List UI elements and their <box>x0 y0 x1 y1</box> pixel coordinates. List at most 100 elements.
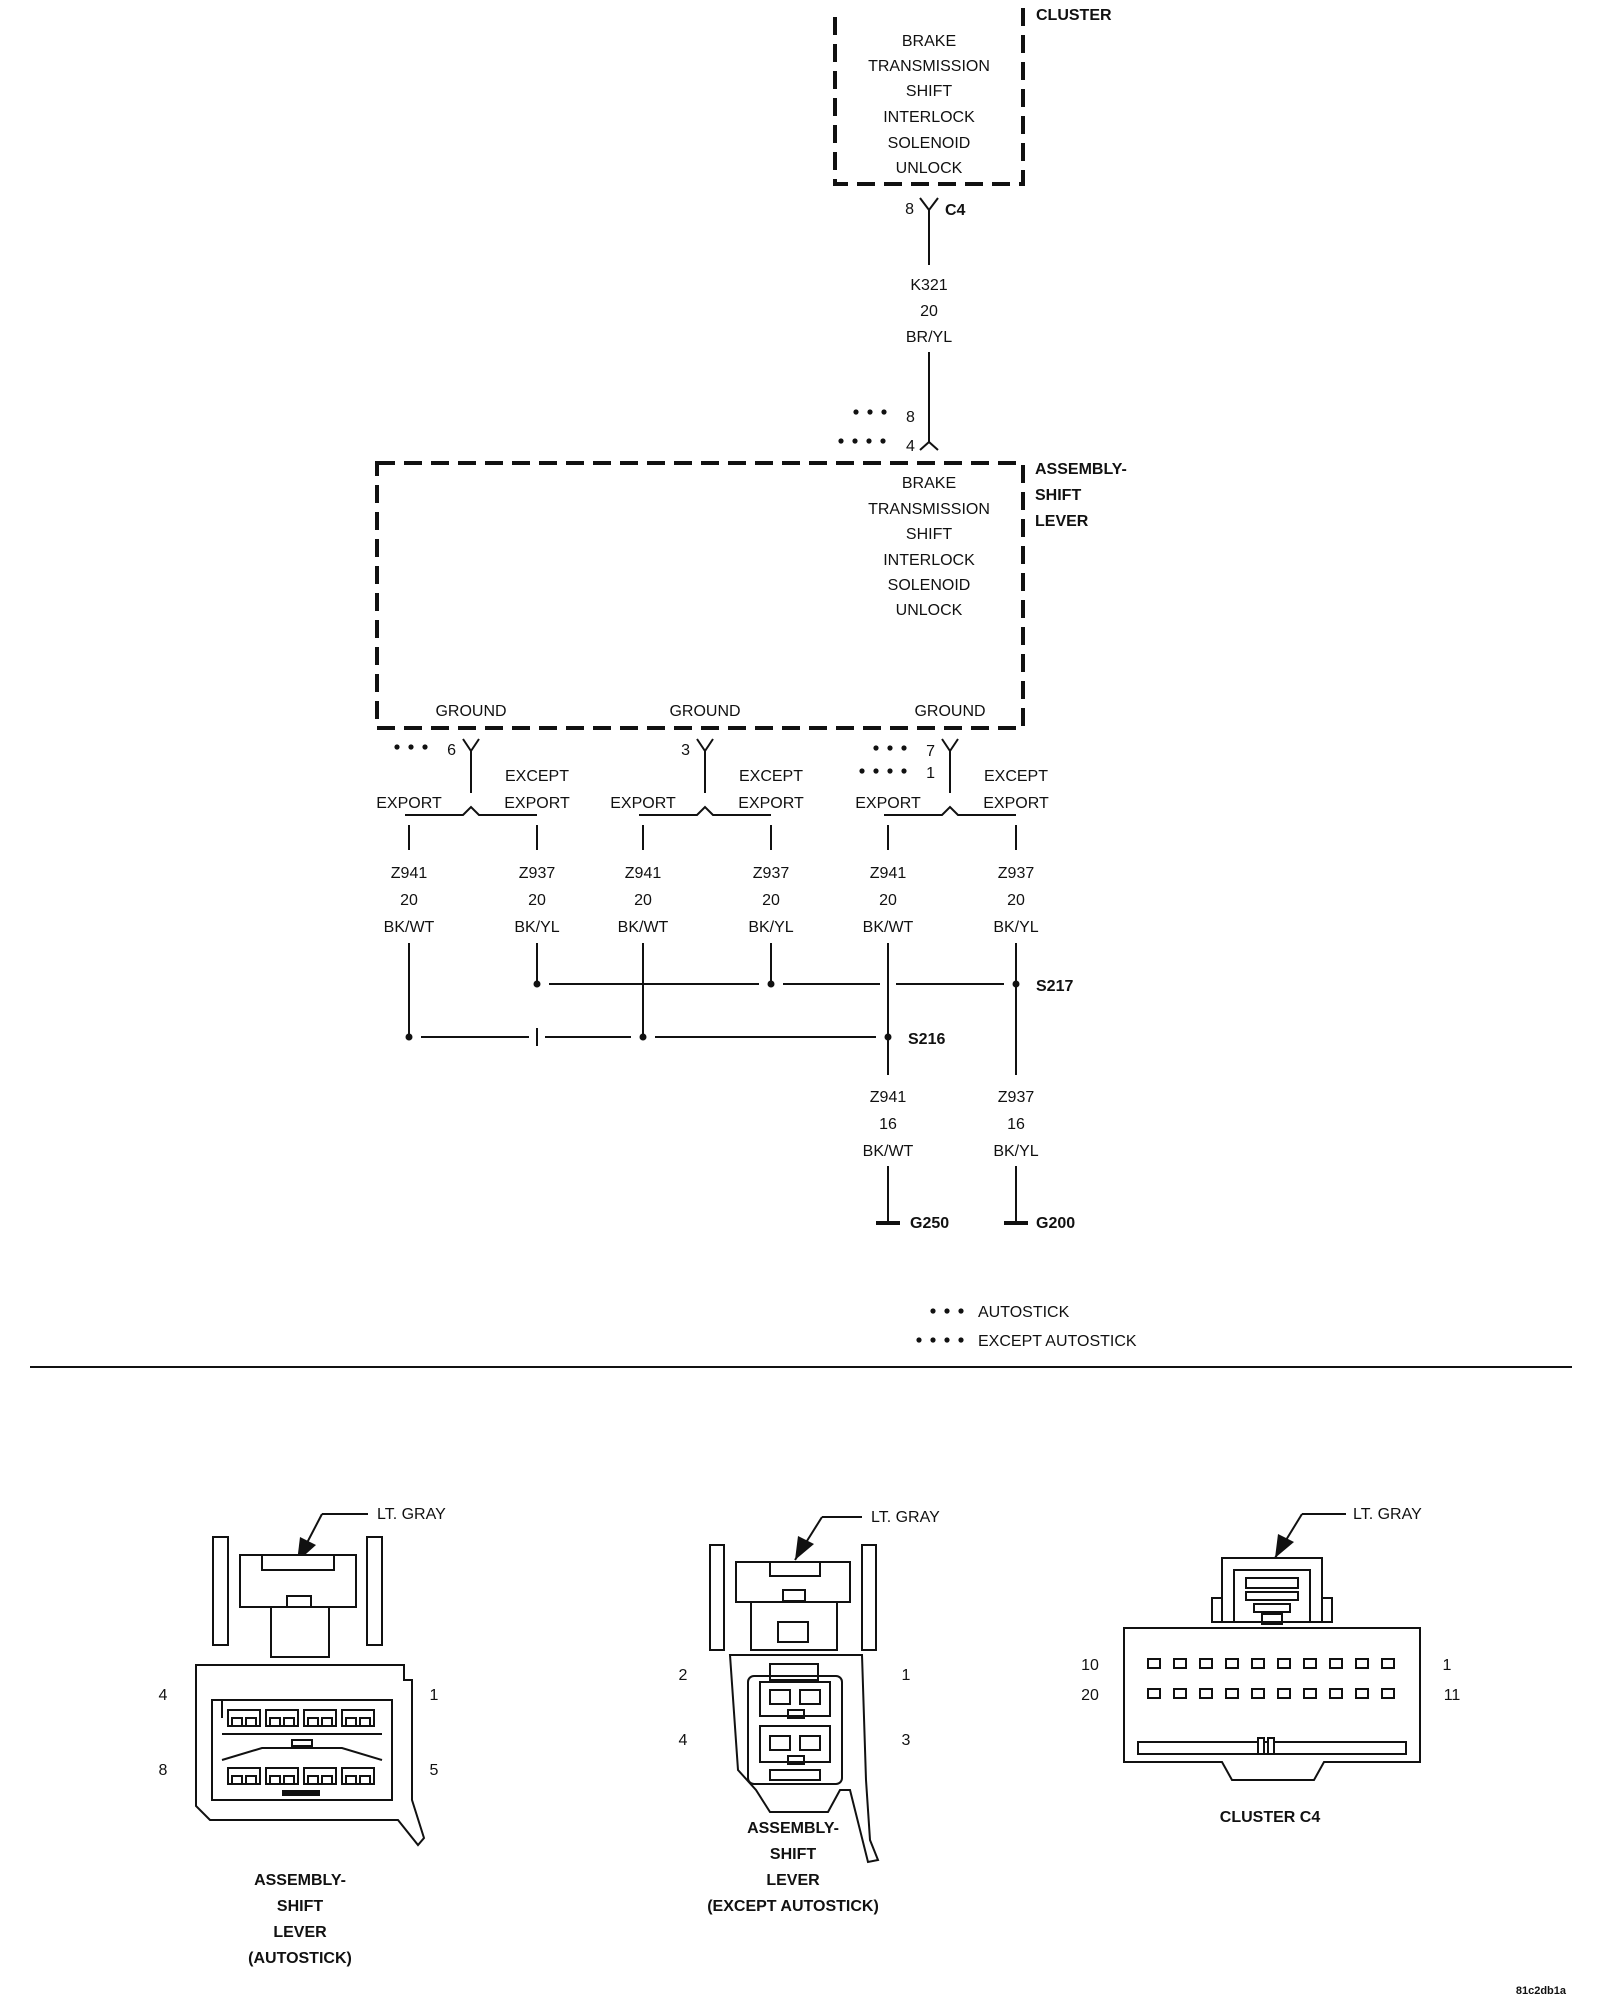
figure-id: 81c2db1a <box>1516 1985 1567 1997</box>
connector-pin-symbol <box>696 738 714 753</box>
connector-pin-number: 1 <box>902 1667 911 1684</box>
connector-pin-number: 2 <box>679 1667 688 1684</box>
wire-gauge-label: 16 <box>1007 1116 1025 1133</box>
cluster-function-line: SOLENOID <box>888 135 971 152</box>
connector-name-line: (EXCEPT AUTOSTICK) <box>707 1898 879 1915</box>
wire-gauge-label: 20 <box>634 892 652 909</box>
export-label: EXPORT <box>855 795 921 812</box>
option-branch-brackets <box>405 805 1016 816</box>
legend-autostick: AUTOSTICK <box>978 1304 1070 1321</box>
ground-g200: G200 <box>1004 1215 1075 1232</box>
wire-color-label: BK/YL <box>993 1143 1038 1160</box>
assembly-label-line: SHIFT <box>1035 487 1081 504</box>
wire-circuit-label: Z937 <box>753 865 790 882</box>
assembly-function-line: BRAKE <box>902 475 956 492</box>
assembly-shift-lever-component: ASSEMBLY- SHIFT LEVER BRAKE TRANSMISSION… <box>375 461 1127 730</box>
wire-labels-16-gauge: Z941 16 BK/WT Z937 16 BK/YL <box>863 1089 1039 1160</box>
connector-pin-number: 11 <box>1444 1687 1461 1704</box>
connector-color-label: LT. GRAY <box>871 1509 940 1526</box>
ground-pin-number: 3 <box>681 742 690 759</box>
connector-pin-number: 1 <box>1443 1657 1452 1674</box>
connector-pin-number: 1 <box>430 1687 439 1704</box>
cluster-function-line: BRAKE <box>902 33 956 50</box>
connector-pin-symbol <box>919 440 939 451</box>
splice-node <box>767 980 775 988</box>
except-export-label: EXPORT <box>504 795 570 812</box>
cluster-label: CLUSTER <box>1036 7 1112 24</box>
wire-labels-20-gauge: Z941 20 BK/WT Z937 20 BK/YL Z941 20 BK/W… <box>384 865 1039 936</box>
autostick-dots <box>873 745 907 751</box>
wire-color-label: BK/WT <box>618 919 669 936</box>
connector-color-label: LT. GRAY <box>1353 1506 1422 1523</box>
wire-circuit-label: Z941 <box>870 1089 907 1106</box>
splice-s216: S216 <box>397 1028 945 1048</box>
assembly-function-line: INTERLOCK <box>883 552 975 569</box>
legend-except-autostick: EXCEPT AUTOSTICK <box>978 1333 1137 1350</box>
autostick-dots <box>394 744 428 750</box>
ground-pin-number: 7 <box>926 743 935 760</box>
connector-pin-number: 3 <box>902 1732 911 1749</box>
cluster-connector-id: C4 <box>945 202 966 219</box>
terminal-row <box>221 1700 382 1747</box>
ground-g250: G250 <box>876 1215 949 1232</box>
connector-name-line: ASSEMBLY- <box>254 1872 346 1889</box>
connector-pin-symbol <box>919 197 939 212</box>
cluster-function-line: TRANSMISSION <box>868 58 990 75</box>
splice-node <box>405 1033 413 1041</box>
wire-gauge-label: 20 <box>762 892 780 909</box>
connector-pin-number: 10 <box>1081 1657 1099 1674</box>
connector-name-line: SHIFT <box>277 1898 323 1915</box>
assembly-label-line: ASSEMBLY- <box>1035 461 1127 478</box>
wire-circuit-label: Z941 <box>391 865 428 882</box>
connector-pin-symbol <box>941 738 959 753</box>
wire-circuit-label: K321 <box>910 277 947 294</box>
cluster-function-line: SHIFT <box>906 83 952 100</box>
cluster-pin-number: 8 <box>905 201 914 218</box>
wire-color-label: BK/WT <box>384 919 435 936</box>
splice-node <box>1012 980 1020 988</box>
terminal-row <box>759 1663 831 1781</box>
wires-to-splices <box>408 943 1017 1075</box>
ground-pin-number: 1 <box>926 765 935 782</box>
wire-color-label: BK/YL <box>993 919 1038 936</box>
cluster-function-line: UNLOCK <box>896 160 963 177</box>
wire-gauge-label: 20 <box>528 892 546 909</box>
connector-name-line: SHIFT <box>770 1846 816 1863</box>
assembly-label-line: LEVER <box>1035 513 1089 530</box>
assembly-function-line: SOLENOID <box>888 577 971 594</box>
ground-label: GROUND <box>669 703 740 720</box>
wire-color-label: BK/WT <box>863 919 914 936</box>
connector-name-line: CLUSTER C4 <box>1220 1809 1321 1826</box>
ground-pins: 6 3 7 1 <box>394 738 959 793</box>
ground-label: GROUND <box>435 703 506 720</box>
ground-label: GROUND <box>914 703 985 720</box>
ground-id: G250 <box>910 1215 949 1232</box>
cluster-component: CLUSTER BRAKE TRANSMISSION SHIFT INTERLO… <box>833 7 1112 219</box>
wire-color-label: BK/WT <box>863 1143 914 1160</box>
wire-circuit-label: Z941 <box>625 865 662 882</box>
splice-label: S216 <box>908 1031 945 1048</box>
except-autostick-dots <box>838 438 886 444</box>
export-label: EXPORT <box>610 795 676 812</box>
assembly-function-line: UNLOCK <box>896 602 963 619</box>
splice-label: S217 <box>1036 978 1073 995</box>
connector-pin-number: 8 <box>159 1762 168 1779</box>
splice-s217: S217 <box>525 975 1073 995</box>
ground-id: G200 <box>1036 1215 1075 1232</box>
connector-view-cluster-c4: LT. GRAY 10 1 20 11 <box>1081 1506 1460 1826</box>
except-export-label: EXPORT <box>738 795 804 812</box>
connector-pin-symbol <box>462 738 480 753</box>
splice-node <box>533 980 541 988</box>
arrow-icon <box>1275 1534 1294 1558</box>
except-export-label: EXCEPT <box>984 768 1048 785</box>
connector-view-shift-lever-except-autostick: LT. GRAY 2 1 4 3 ASSEMBLY- SHIFT LE <box>679 1509 941 1915</box>
pin-cavity-row <box>1147 1688 1395 1699</box>
connector-name-line: LEVER <box>766 1872 820 1889</box>
wire-gauge-label: 20 <box>879 892 897 909</box>
wire-circuit-label: Z937 <box>998 1089 1035 1106</box>
arrow-icon <box>795 1536 814 1560</box>
wire-gauge-label: 20 <box>920 303 938 320</box>
connector-pin-number: 4 <box>159 1687 168 1704</box>
except-export-label: EXCEPT <box>739 768 803 785</box>
wire-color-label: BK/YL <box>514 919 559 936</box>
